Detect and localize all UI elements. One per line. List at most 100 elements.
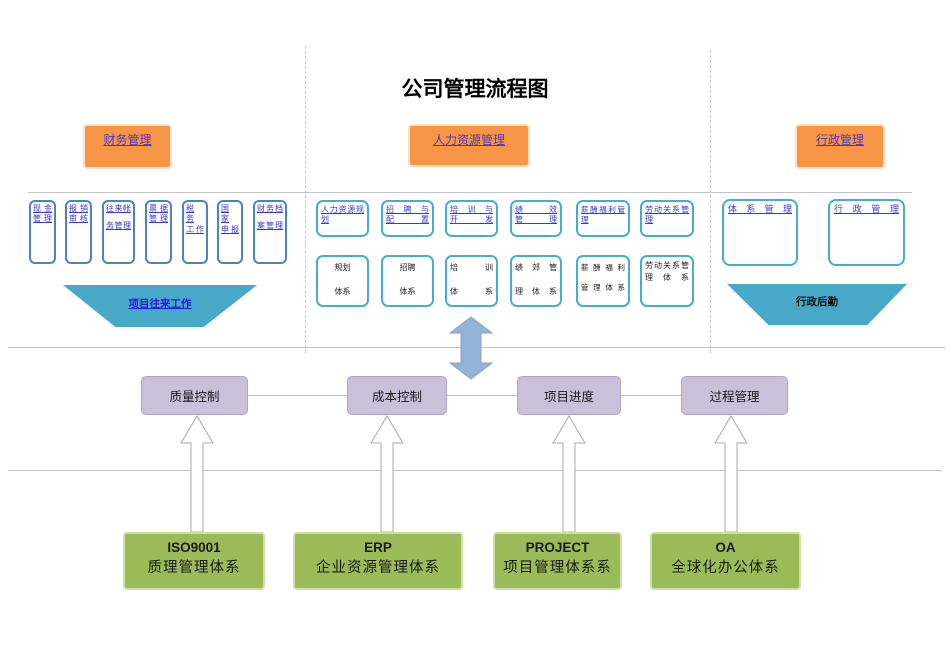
hr-system-label: 劳动关系管 [645,261,689,270]
finance-task-link[interactable]: 工作 [186,224,204,234]
control-label: 成本控制 [371,390,422,404]
admin-box-system: 体 系 管 理 [722,199,798,266]
hr-system-label: 绩 郊 管 [515,263,557,272]
control-schedule: 项目进度 [517,376,621,415]
admin-funnel-label: 行政后勤 [796,296,838,308]
platform-name: 全球化办公体系 [671,559,780,576]
finance-task-link[interactable]: 财务档 [257,204,283,213]
hr-function-performance: 绩 效 管 理 [510,200,562,237]
hr-function-training: 培 训 与 开 发 [445,200,498,237]
hr-system-label: 体系 [399,287,416,297]
up-arrow-icon [714,415,748,533]
platform-iso: ISO9001 质理管理体系 [123,532,265,590]
hr-function-link[interactable]: 人力资源规 [321,205,364,214]
finance-task-link[interactable]: 税 务 [186,204,194,224]
up-arrow-icon [552,415,586,533]
finance-task-link[interactable]: 案管理 [257,221,283,231]
finance-task-archive: 财务档 案管理 [253,200,287,264]
finance-task-link[interactable]: 报 销 [69,204,88,213]
admin-header-box: 行政管理 [795,124,885,169]
control-label: 质量控制 [169,390,220,404]
hr-function-planning: 人力资源规 划 [316,200,369,237]
hr-function-labor: 劳动关系管 理 [640,200,694,237]
control-cost: 成本控制 [347,376,447,415]
finance-task-cash: 现 金 管理 [29,200,56,264]
hr-system-label: 规划 [334,263,351,272]
hr-system-label: 体 系 [450,287,493,297]
platform-code: PROJECT [525,540,590,555]
finance-task-reimburse: 报 销 审核 [65,200,92,264]
finance-task-link[interactable]: 务管理 [106,221,131,231]
finance-task-link[interactable]: 国 家 [221,204,229,224]
hr-system-label: 体系 [334,287,351,297]
finance-task-tax: 税 务 工作 [182,200,208,264]
hr-system-labor: 劳动关系管 理 体 系 [640,255,694,307]
admin-header-link[interactable]: 行政管理 [815,133,864,147]
hr-system-label: 招聘 [399,263,416,272]
finance-task-link[interactable]: 现 金 [33,204,52,213]
finance-task-link[interactable]: 票 据 [149,204,168,213]
finance-funnel: 项目往来工作 [63,285,257,327]
page-title: 公司管理流程图 [401,78,549,101]
hr-system-performance: 绩 郊 管 理 体 系 [510,255,562,307]
hr-function-link[interactable]: 招 聘 与 [386,205,429,214]
hr-system-planning: 规划 体系 [316,255,369,307]
separator-bottom [8,470,942,471]
hr-function-link[interactable]: 管 理 [515,215,557,225]
hr-function-link[interactable]: 配 置 [386,215,429,225]
finance-task-link[interactable]: 管理 [149,214,168,224]
hr-function-link[interactable]: 薪酬福利管理 [581,205,625,224]
finance-task-link[interactable]: 往来帐 [106,204,131,213]
finance-task-link[interactable]: 管理 [33,214,52,224]
hr-function-compensation: 薪酬福利管理 [576,200,630,237]
platform-erp: ERP 企业资源管理体系 [293,532,463,590]
hr-header-box: 人力资源管理 [408,124,530,167]
hr-system-compensation: 薪 酬 福 利 管 理 体 系 [576,255,630,307]
control-process: 过程管理 [681,376,788,415]
finance-task-link[interactable]: 申报 [221,224,239,234]
hr-function-link[interactable]: 培 训 与 [450,205,493,214]
hr-system-training: 培 训 体 系 [445,255,498,307]
finance-header-link[interactable]: 财务管理 [103,133,152,147]
finance-header-box: 财务管理 [83,124,172,169]
up-arrow-icon [370,415,404,533]
platform-code: ERP [364,540,392,555]
finance-task-link[interactable]: 审核 [69,214,88,224]
platform-name: 项目管理体系系 [503,559,612,576]
hr-system-label: 理 体 系 [515,287,557,297]
finance-task-accounts: 往来帐 务管理 [102,200,135,264]
platform-name: 企业资源管理体系 [316,559,440,576]
up-arrow-icon [180,415,214,533]
hr-system-label: 理 体 系 [645,273,689,283]
finance-funnel-link[interactable]: 项目往来工作 [128,297,192,310]
hr-function-link[interactable]: 绩 效 [515,205,557,214]
hr-function-link[interactable]: 划 [321,215,329,225]
admin-box-link[interactable]: 体 系 管 理 [728,204,792,214]
hr-system-label: 管 理 体 系 [581,282,625,292]
hr-function-link[interactable]: 理 [645,215,653,225]
platform-project: PROJECT 项目管理体系系 [493,532,622,590]
two-way-arrow-icon [448,316,494,380]
control-connector [447,395,517,396]
column-divider-left [305,46,306,353]
hr-system-label: 薪 酬 福 利 [581,263,625,272]
finance-task-bills: 票 据 管理 [145,200,172,264]
hr-header-link[interactable]: 人力资源管理 [432,133,505,147]
hr-system-label: 培 训 [450,263,493,272]
hr-function-link[interactable]: 开 发 [450,215,493,225]
platform-code: OA [715,540,736,555]
column-divider-right [710,50,711,353]
control-connector [621,395,681,396]
hr-function-link[interactable]: 劳动关系管 [645,205,689,214]
admin-box-link[interactable]: 行 政 管 理 [834,204,899,214]
platform-code: ISO9001 [167,540,221,555]
control-label: 项目进度 [543,390,594,404]
control-quality: 质量控制 [141,376,248,415]
admin-funnel: 行政后勤 [727,284,907,325]
control-label: 过程管理 [709,390,760,404]
finance-task-declare: 国 家 申报 [217,200,243,264]
platform-name: 质理管理体系 [147,559,241,576]
separator-top [28,192,912,193]
control-connector [248,395,347,396]
